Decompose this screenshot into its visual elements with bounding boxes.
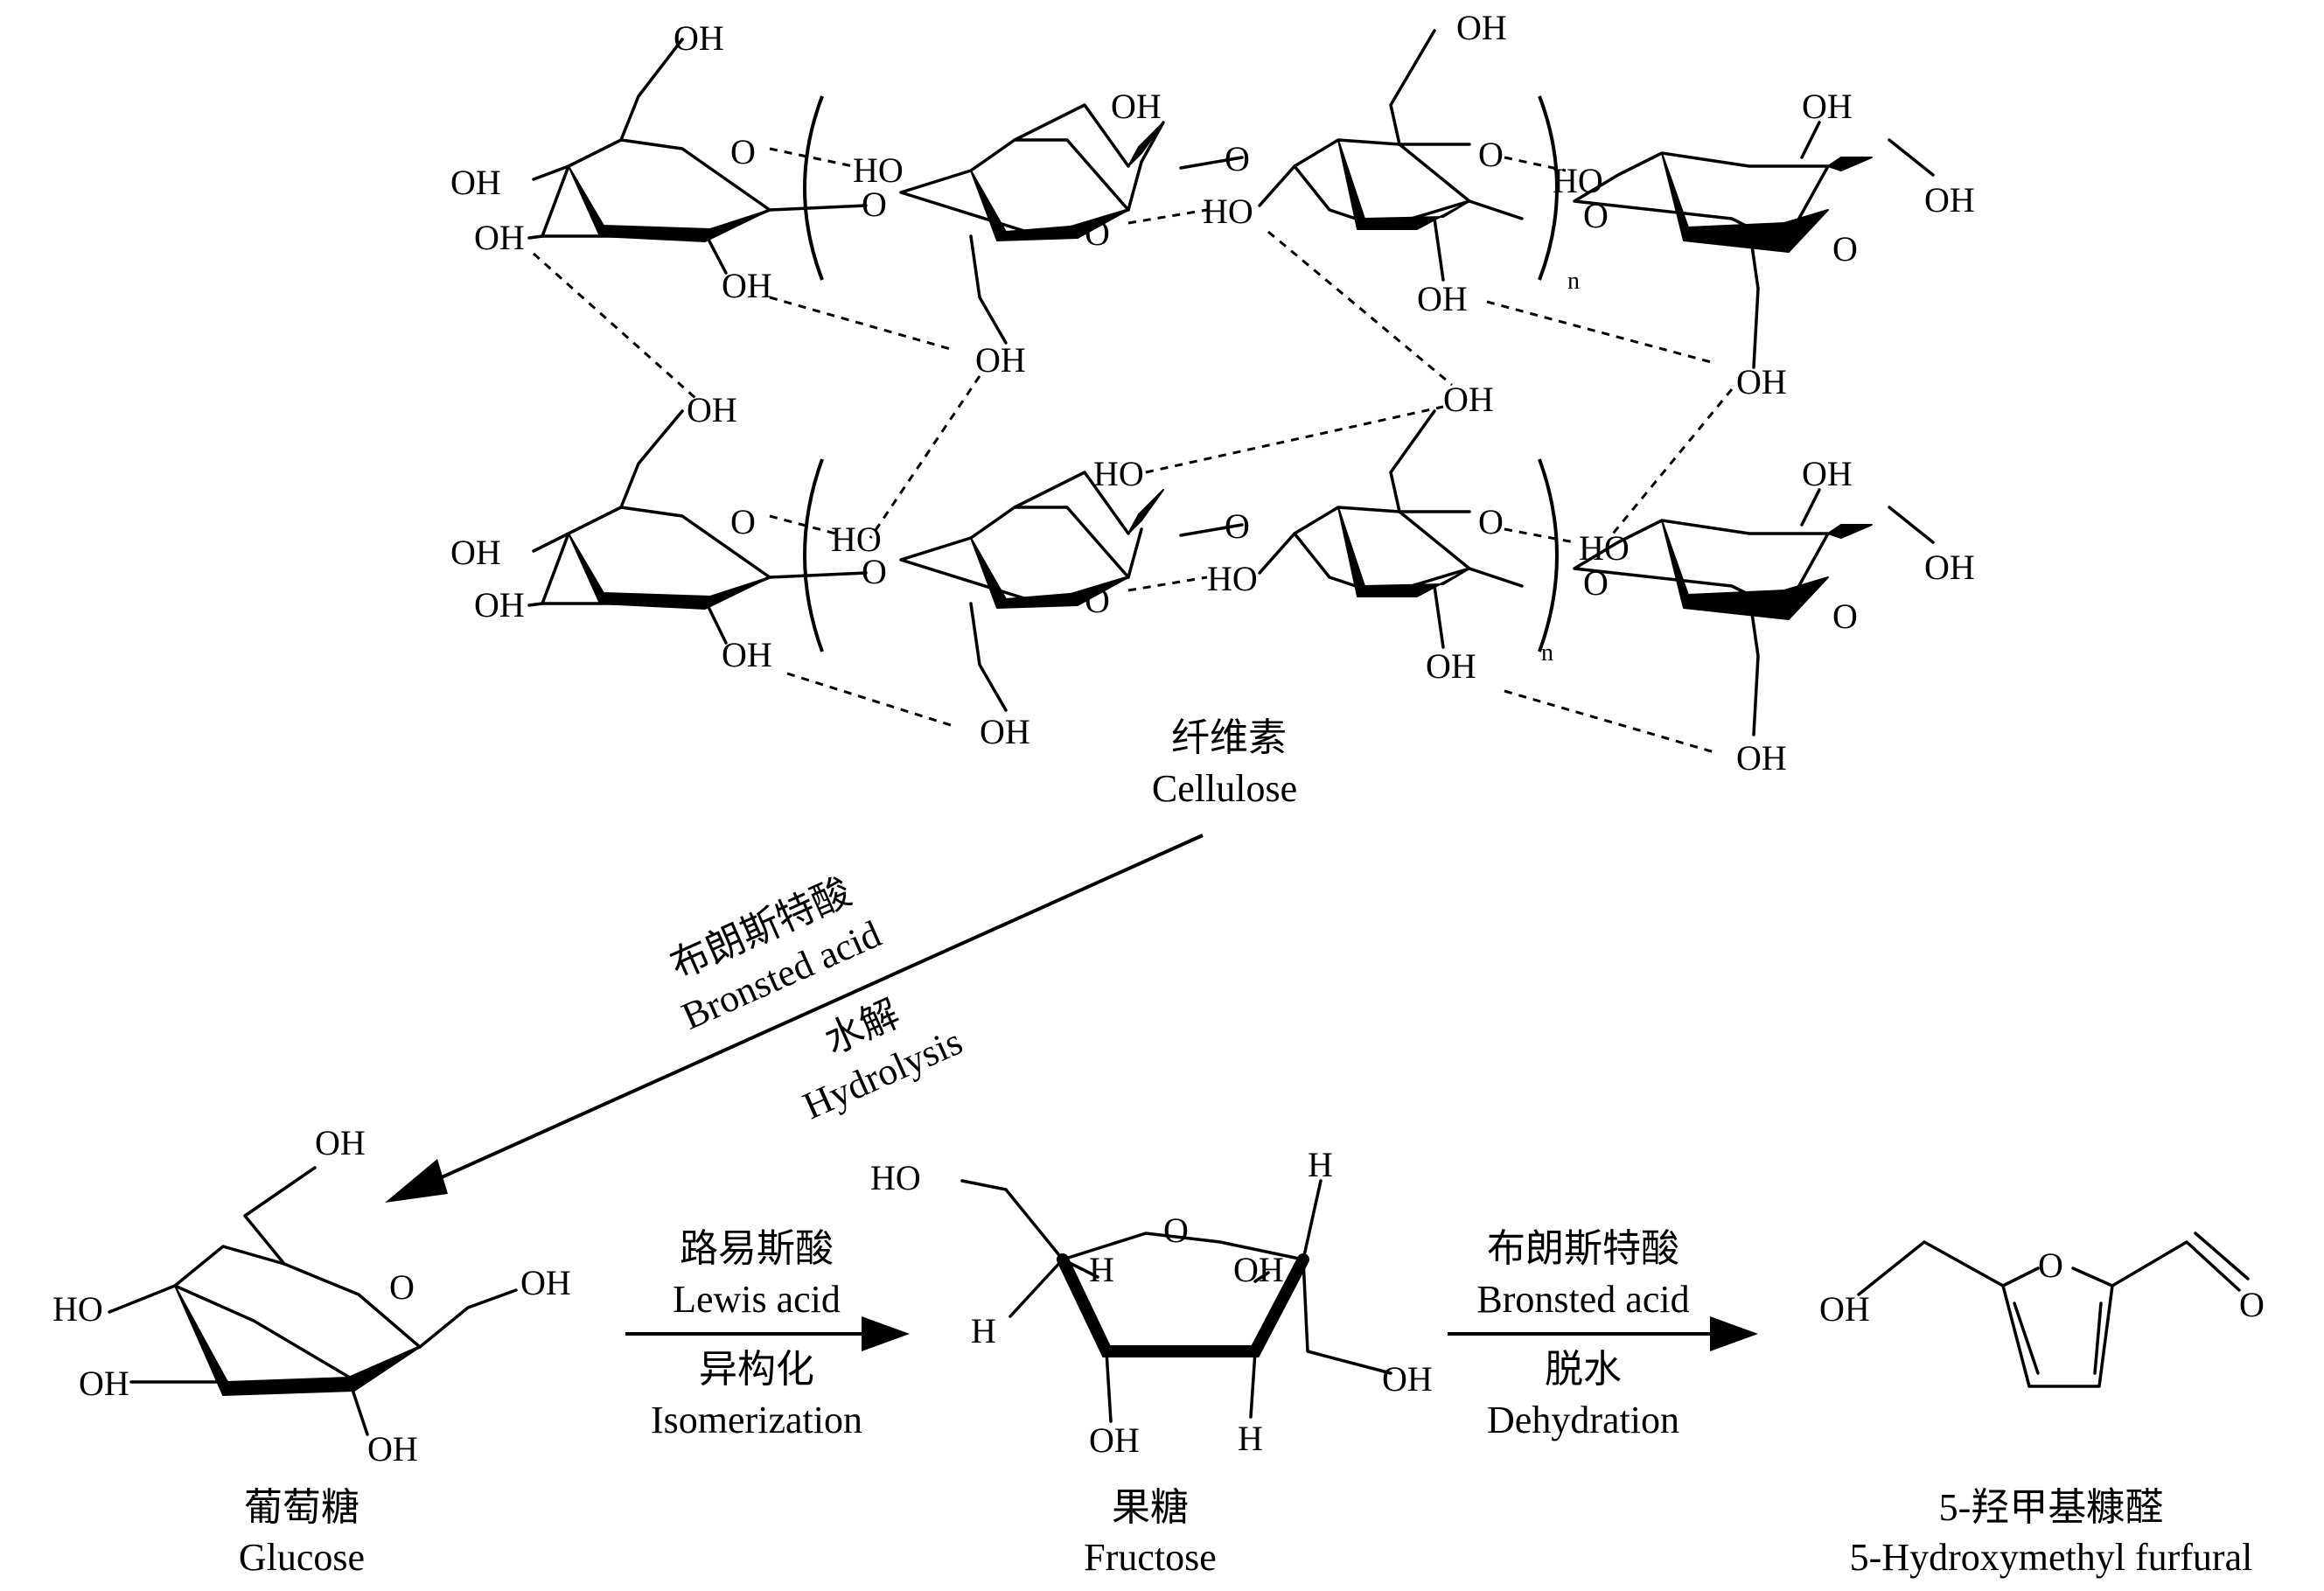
- atom-label: OH: [1382, 1359, 1433, 1399]
- atom-label: HO: [1207, 559, 1258, 598]
- atom-label: OH: [722, 266, 772, 305]
- atom-label: OH: [1426, 646, 1476, 686]
- atom-label: O: [2038, 1246, 2063, 1285]
- atom-label: OH: [1233, 1250, 1284, 1289]
- dehydration-arrow: [1448, 1316, 1758, 1351]
- atom-label: O: [1085, 581, 1110, 620]
- atom-label: O: [1085, 213, 1110, 253]
- hmf-structure: OH O O: [1819, 1232, 2265, 1388]
- isomerization-catalyst-cn: 路易斯酸: [680, 1227, 834, 1270]
- dehydration-process-cn: 脱水: [1545, 1348, 1622, 1391]
- cellulose-bottom-chain: [527, 409, 1935, 736]
- glucose-structure: OH HO O OH OH OH: [52, 1123, 571, 1469]
- fructose-label-cn: 果糖: [1112, 1486, 1189, 1529]
- atom-label: OH: [315, 1123, 366, 1162]
- isomerization-catalyst-en: Lewis acid: [673, 1278, 841, 1321]
- atom-label: OH: [1417, 279, 1468, 318]
- cellulose-label-cn: 纤维素: [1171, 716, 1287, 759]
- atom-label: HO: [831, 520, 882, 559]
- cellulose-top-chain: [527, 29, 1935, 369]
- atom-label: O: [1225, 506, 1250, 546]
- atom-label: H: [971, 1311, 996, 1350]
- atom-label: OH: [450, 163, 501, 202]
- atom-label: OH: [722, 635, 772, 674]
- hydrolysis-conditions: 布朗斯特酸 Bronsted acid 水解 Hydrolysis: [664, 870, 968, 1127]
- glucose-label-en: Glucose: [239, 1536, 365, 1579]
- ring-bold-edge: [568, 165, 771, 242]
- atom-label: OH: [1089, 1420, 1140, 1460]
- atom-label: OH: [1924, 548, 1975, 587]
- cellulose-top-atom-labels: OH OH OH OH O O HO OH O OH O HO OH O OH …: [450, 8, 1975, 401]
- dehydration-catalyst-en: Bronsted acid: [1476, 1278, 1689, 1321]
- atom-label: OH: [1802, 87, 1853, 126]
- fructose-label-en: Fructose: [1084, 1536, 1217, 1579]
- atom-label: HO: [1093, 454, 1144, 493]
- isomerization-process-en: Isomerization: [651, 1399, 862, 1441]
- hydrolysis-arrow: [385, 834, 1204, 1203]
- dehydration-process-en: Dehydration: [1487, 1399, 1679, 1441]
- atom-label: OH: [687, 390, 737, 429]
- atom-label: O: [862, 552, 887, 591]
- atom-label: OH: [520, 1263, 571, 1302]
- atom-label: OH: [673, 18, 724, 58]
- atom-label: H: [1238, 1419, 1263, 1458]
- atom-label: O: [1832, 597, 1858, 636]
- atom-label: HO: [1553, 161, 1603, 200]
- atom-label: O: [1478, 502, 1504, 541]
- atom-label: n: [1567, 268, 1580, 295]
- atom-label: O: [1225, 139, 1250, 178]
- atom-label: HO: [870, 1158, 921, 1197]
- atom-label: OH: [79, 1364, 129, 1403]
- atom-label: OH: [1819, 1289, 1870, 1329]
- atom-label: H: [1089, 1250, 1114, 1289]
- fructose-structure: HO O H H OH H OH OH H: [870, 1145, 1433, 1460]
- atom-label: OH: [367, 1429, 418, 1469]
- atom-label: OH: [1111, 87, 1162, 126]
- repeat-unit-brackets: [803, 95, 1559, 652]
- atom-label: O: [862, 185, 887, 224]
- hydrogen-bonds: [533, 147, 1734, 754]
- atom-label: O: [730, 132, 756, 171]
- cellulose-label-en: Cellulose: [1152, 767, 1297, 810]
- atom-label: HO: [1579, 528, 1630, 568]
- atom-label: OH: [980, 712, 1030, 751]
- atom-label: HO: [52, 1289, 103, 1329]
- atom-label: OH: [1924, 180, 1975, 220]
- atom-label: n: [1541, 639, 1553, 666]
- atom-label: OH: [1456, 8, 1507, 47]
- glucose-label-cn: 葡萄糖: [244, 1486, 359, 1529]
- atom-label: OH: [975, 340, 1026, 380]
- atom-label: OH: [1802, 454, 1853, 493]
- atom-label: OH: [474, 585, 525, 625]
- atom-label: OH: [474, 218, 525, 257]
- atom-label: O: [1583, 563, 1609, 603]
- hmf-label-en: 5-Hydroxymethyl furfural: [1850, 1536, 2253, 1579]
- atom-label: OH: [1736, 362, 1787, 401]
- atom-label: OH: [450, 533, 501, 572]
- cellulose-bottom-atom-labels: OH OH OH OH O O HO HO O OH O HO OH O OH …: [450, 380, 1975, 778]
- atom-label: HO: [1203, 192, 1253, 231]
- atom-label: O: [730, 502, 756, 541]
- atom-label: O: [389, 1267, 415, 1307]
- atom-label: HO: [853, 150, 904, 190]
- atom-label: O: [1583, 196, 1609, 235]
- atom-label: OH: [1443, 380, 1494, 419]
- dehydration-catalyst-cn: 布朗斯特酸: [1487, 1227, 1679, 1270]
- atom-label: OH: [1736, 738, 1787, 778]
- atom-label: O: [2239, 1285, 2265, 1324]
- atom-label: O: [1163, 1211, 1189, 1250]
- atom-label: O: [1478, 135, 1504, 174]
- atom-label: H: [1308, 1145, 1333, 1184]
- atom-label: O: [1832, 229, 1858, 269]
- isomerization-arrow: [625, 1316, 910, 1351]
- hmf-label-cn: 5-羟甲基糠醛: [1939, 1486, 2164, 1529]
- isomerization-process-cn: 异构化: [699, 1348, 814, 1391]
